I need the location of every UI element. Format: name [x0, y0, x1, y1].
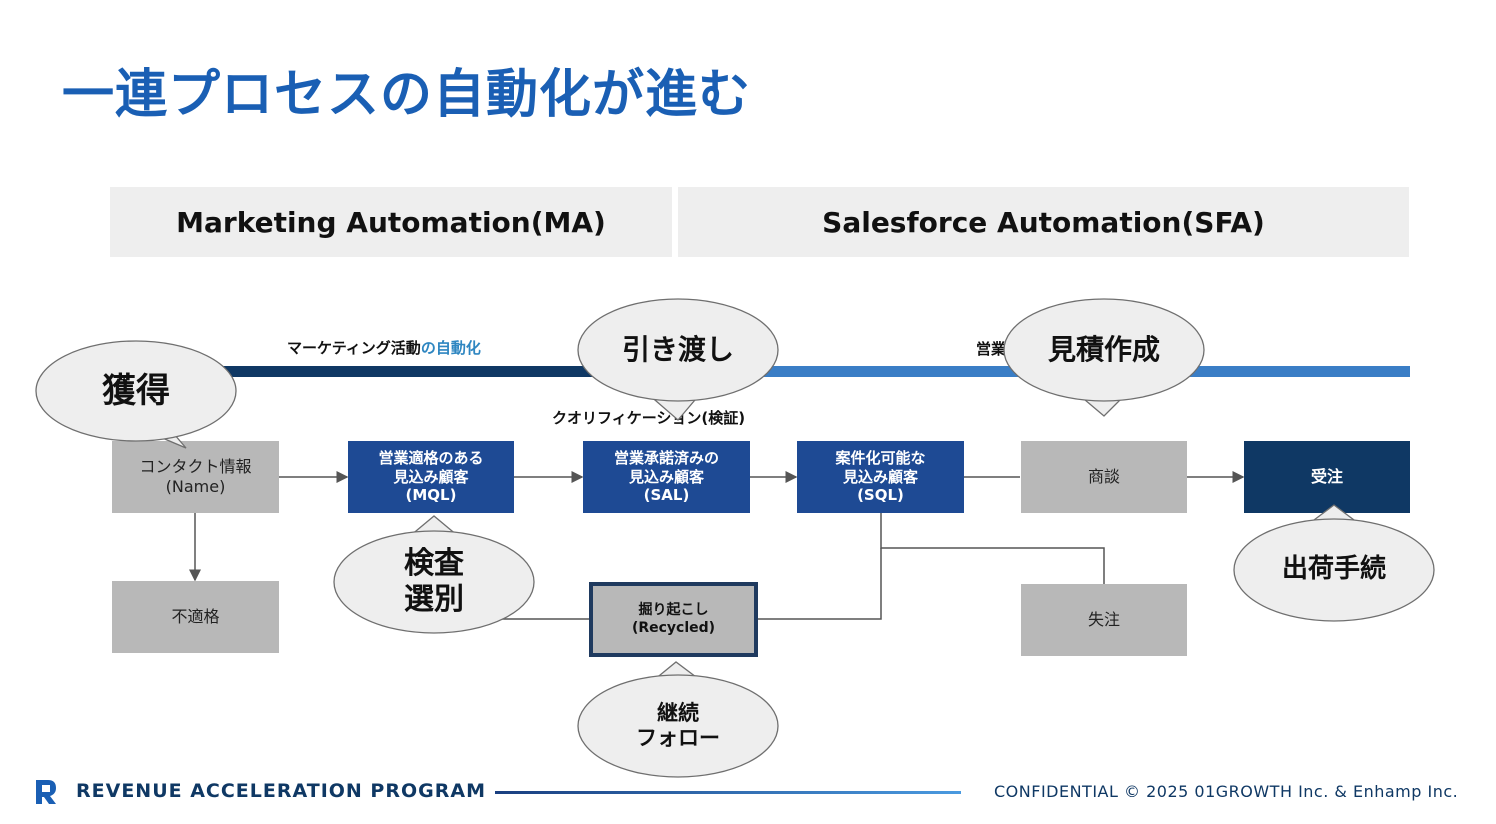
- bubble-acquire: 獲得: [102, 370, 170, 411]
- bubble-acquire-ellipse: [35, 340, 237, 442]
- bubble-handover: 引き渡し: [621, 333, 734, 367]
- qualification-label: クオリフィケーション(検証): [552, 409, 746, 427]
- bubble-shipping-ellipse: [1233, 518, 1435, 622]
- page-title: 一連プロセスの自動化が進む: [62, 65, 752, 125]
- lost-box: 失注: [1021, 584, 1187, 656]
- recycled-box: 掘り起こし (Recycled): [589, 582, 758, 657]
- line-sql-lost: [880, 513, 1105, 584]
- footer-divider: [495, 791, 961, 794]
- ma-track-label: マーケティング活動の自動化: [287, 337, 481, 358]
- bubble-followup-ellipse: [577, 674, 779, 778]
- ma-track-label-highlight: の自動化: [420, 339, 481, 357]
- line-sql-recycled: [758, 548, 882, 620]
- footer-confidential: CONFIDENTIAL © 2025 01GROWTH Inc. & Enha…: [994, 782, 1459, 801]
- r-logo-icon: [36, 780, 56, 804]
- ma-track-label-prefix: マーケティング活動: [287, 339, 421, 357]
- bubble-estimate: 見積作成: [1047, 333, 1160, 367]
- bubble-shipping: 出荷手続: [1281, 554, 1386, 585]
- bubble-followup: 継続 フォロー: [636, 700, 720, 750]
- bubble-handover-ellipse: [577, 298, 779, 402]
- ma-header: Marketing Automation(MA): [110, 187, 672, 257]
- order-box: 受注: [1244, 441, 1410, 513]
- sfa-track-label: 営業: [976, 340, 1007, 358]
- footer-program-name: REVENUE ACCELERATION PROGRAM: [76, 780, 486, 802]
- bubble-screening: 検査 選別: [404, 546, 464, 617]
- sal-box: 営業承諾済みの 見込み顧客 (SAL): [583, 441, 750, 513]
- mql-box: 営業適格のある 見込み顧客 (MQL): [348, 441, 514, 513]
- negotiation-box: 商談: [1021, 441, 1187, 513]
- sfa-header: Salesforce Automation(SFA): [678, 187, 1409, 257]
- unqualified-box: 不適格: [112, 581, 279, 653]
- bubble-estimate-ellipse: [1003, 298, 1205, 402]
- sql-box: 案件化可能な 見込み顧客 (SQL): [797, 441, 964, 513]
- bubble-screening-ellipse: [333, 530, 535, 634]
- contact-info-box: コンタクト情報 (Name): [112, 441, 279, 513]
- ma-track-bar: [222, 366, 642, 377]
